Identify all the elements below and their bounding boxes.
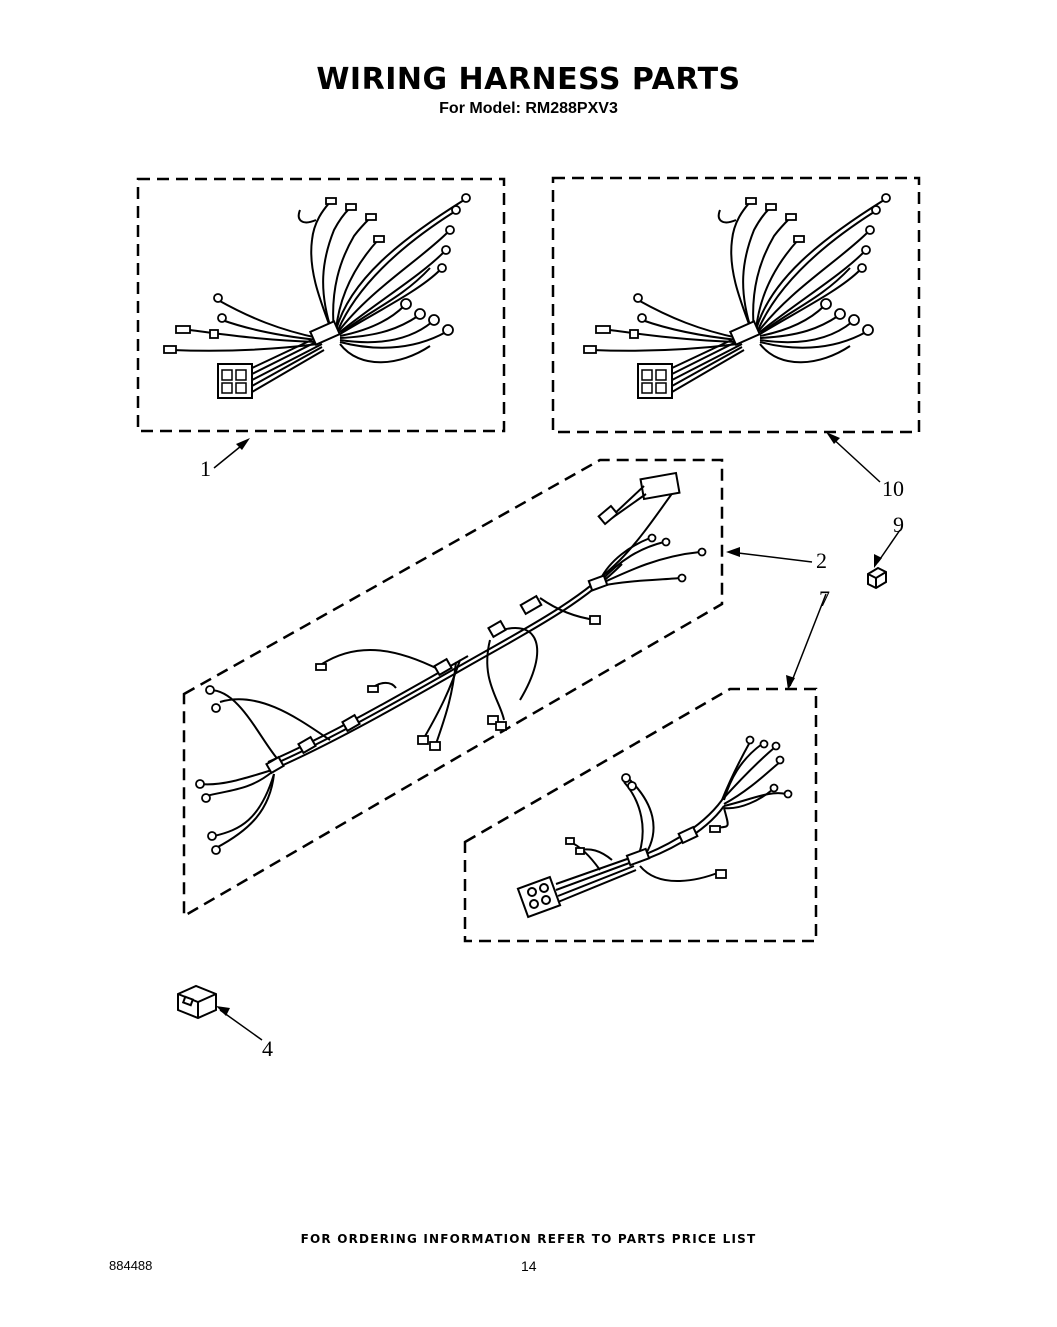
model-subtitle: For Model: RM288PXV3 bbox=[439, 100, 618, 117]
part-10-wiring-harness bbox=[583, 193, 891, 399]
page-number: 14 bbox=[521, 1258, 537, 1274]
part-2-terminals bbox=[195, 533, 707, 855]
document-number: 884488 bbox=[109, 1258, 153, 1273]
part-10-outline bbox=[551, 176, 921, 434]
callout-10: 10 bbox=[882, 476, 904, 501]
ordering-note: FOR ORDERING INFORMATION REFER TO PARTS … bbox=[300, 1232, 757, 1246]
part-9-clip bbox=[867, 566, 887, 590]
callout-arrowheads bbox=[216, 432, 882, 1016]
part-7-outline bbox=[463, 687, 818, 943]
part-1-outline bbox=[136, 177, 506, 433]
callout-1: 1 bbox=[200, 456, 211, 481]
part-4-bracket bbox=[177, 984, 217, 1020]
callout-7: 7 bbox=[819, 586, 830, 611]
part-7-terminals bbox=[565, 735, 793, 879]
page-title: WIRING HARNESS PARTS bbox=[316, 62, 741, 97]
callout-2: 2 bbox=[816, 548, 827, 573]
part-2-outline bbox=[182, 458, 724, 919]
part-2-wiring-harness bbox=[199, 471, 701, 849]
part-7-wiring-harness bbox=[516, 741, 787, 919]
callout-9: 9 bbox=[893, 512, 904, 537]
part-1-wiring-harness bbox=[163, 193, 471, 399]
callout-4: 4 bbox=[262, 1036, 273, 1061]
